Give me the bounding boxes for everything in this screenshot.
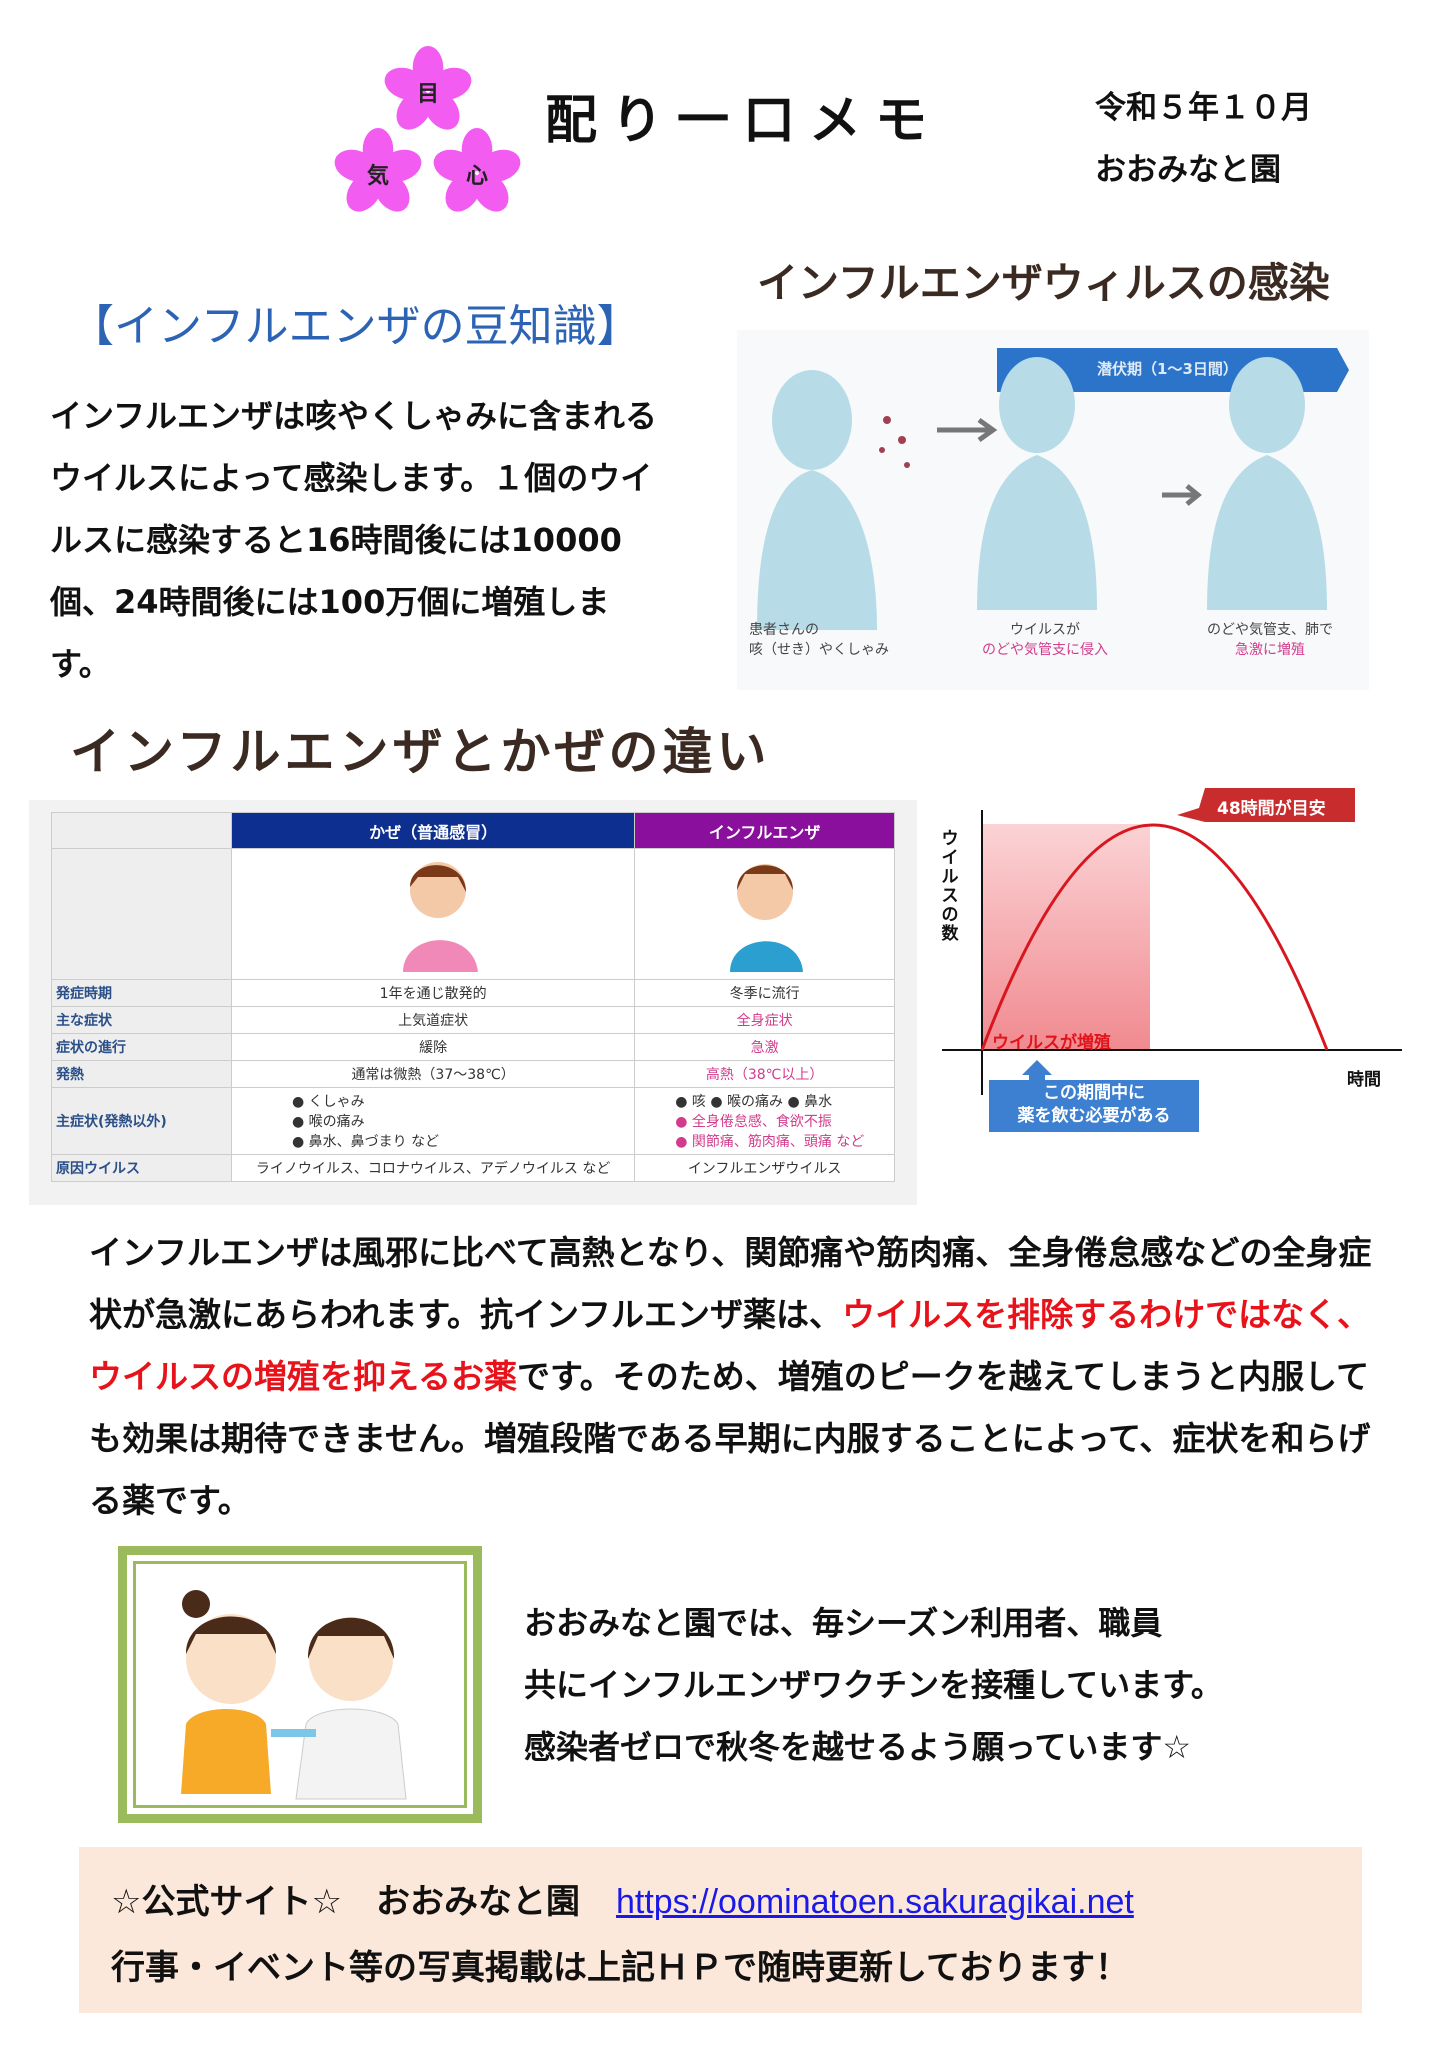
incubation-label: 潜伏期（1～3日間） [1097, 360, 1238, 378]
table-row: 主な症状上気道症状全身症状 [51, 1006, 895, 1034]
column-header-flu: インフルエンザ [634, 812, 895, 849]
growth-label: ウイルスが増殖 [992, 1033, 1111, 1053]
peak-callout-text: 48時間が目安 [1217, 799, 1326, 819]
peak-callout [1177, 788, 1355, 822]
issue-date: 令和５年１０月 [1095, 90, 1312, 126]
logo-char: 目 [416, 82, 439, 107]
virus-curve [980, 823, 1329, 1051]
medication-note: この期間中に薬を飲む必要がある [1017, 1083, 1171, 1126]
tips-heading: 【インフルエンザの豆知識】 [70, 301, 641, 352]
highlighted-text: ウイルスを排除するわけではなく、ウイルスの増殖を抑えるお薬 [89, 1295, 1371, 1396]
infection-title: インフルエンザウィルスの感染 [757, 259, 1330, 307]
difference-title: インフルエンザとかぜの違い [70, 723, 771, 781]
table-row: 症状の進行緩除急激 [51, 1033, 895, 1061]
x-axis-label: 時間 [1347, 1070, 1381, 1090]
y-axis-label: ウイルスの数 [941, 829, 959, 944]
page-title: 配り一口メモ [545, 90, 942, 151]
table-row: 発熱通常は微熱（37～38℃）高熱（38℃以上） [51, 1060, 895, 1088]
medication-note-box [989, 1080, 1199, 1132]
footer-note: 行事・イベント等の写真掲載は上記ＨＰで随時更新しております！ [111, 1948, 1129, 1988]
table-row: 原因ウイルスライノウイルス、コロナウイルス、アデノウイルス などインフルエンザウ… [51, 1154, 895, 1182]
sakura-logo-flower: 気 [333, 128, 423, 218]
website-link[interactable]: https://oominatoen.sakuragikai.net [615, 1883, 1134, 1921]
shivering-person-illustration [634, 848, 895, 980]
sakura-logo-flower: 目 [383, 46, 473, 136]
vaccination-illustration [118, 1546, 482, 1823]
table-row: 主症状(発熱以外) ● くしゃみ● 喉の痛み● 鼻水、鼻づまり など ● 咳 ●… [51, 1087, 895, 1155]
step-label: 患者さんの咳（せき）やくしゃみ [749, 622, 889, 658]
footer-box: ☆公式サイト☆ おおみなと園 https://oominatoen.sakurag… [79, 1847, 1362, 2013]
vaccine-message: おおみなと園では、毎シーズン利用者、職員共にインフルエンザワクチンを接種していま… [524, 1604, 1223, 1766]
growth-period-shading [982, 824, 1150, 1050]
logo-char: 気 [366, 164, 389, 189]
column-header-cold: かぜ（普通感冒） [230, 812, 636, 849]
step-label: ウイルスがのどや気管支に侵入 [982, 622, 1108, 658]
coughing-person-illustration [230, 848, 636, 980]
organization-name: おおみなと園 [1095, 152, 1281, 188]
infection-diagram: 潜伏期（1～3日間） 患者さんの咳（せき）やくしゃみ ウイルスがのどや気管支に侵… [737, 330, 1369, 690]
step-label: のどや気管支、肺で急激に増殖 [1207, 622, 1333, 658]
tips-paragraph: インフルエンザは咳やくしゃみに含まれるウイルスによって感染します。１個のウイルス… [50, 397, 658, 683]
virus-growth-chart: ウイルスの数 時間 48時間が目安 ウイルスが増殖 この期間中に薬を飲む必要があ… [937, 780, 1408, 1140]
sakura-logo-flower: 心 [432, 128, 522, 218]
logo-char: 心 [465, 164, 488, 189]
explanation-paragraph: インフルエンザは風邪に比べて高熱となり、関節痛や筋肉痛、全身倦怠感などの全身症状… [89, 1233, 1372, 1520]
site-label: ☆公式サイト☆ おおみなと園 [111, 1882, 580, 1922]
